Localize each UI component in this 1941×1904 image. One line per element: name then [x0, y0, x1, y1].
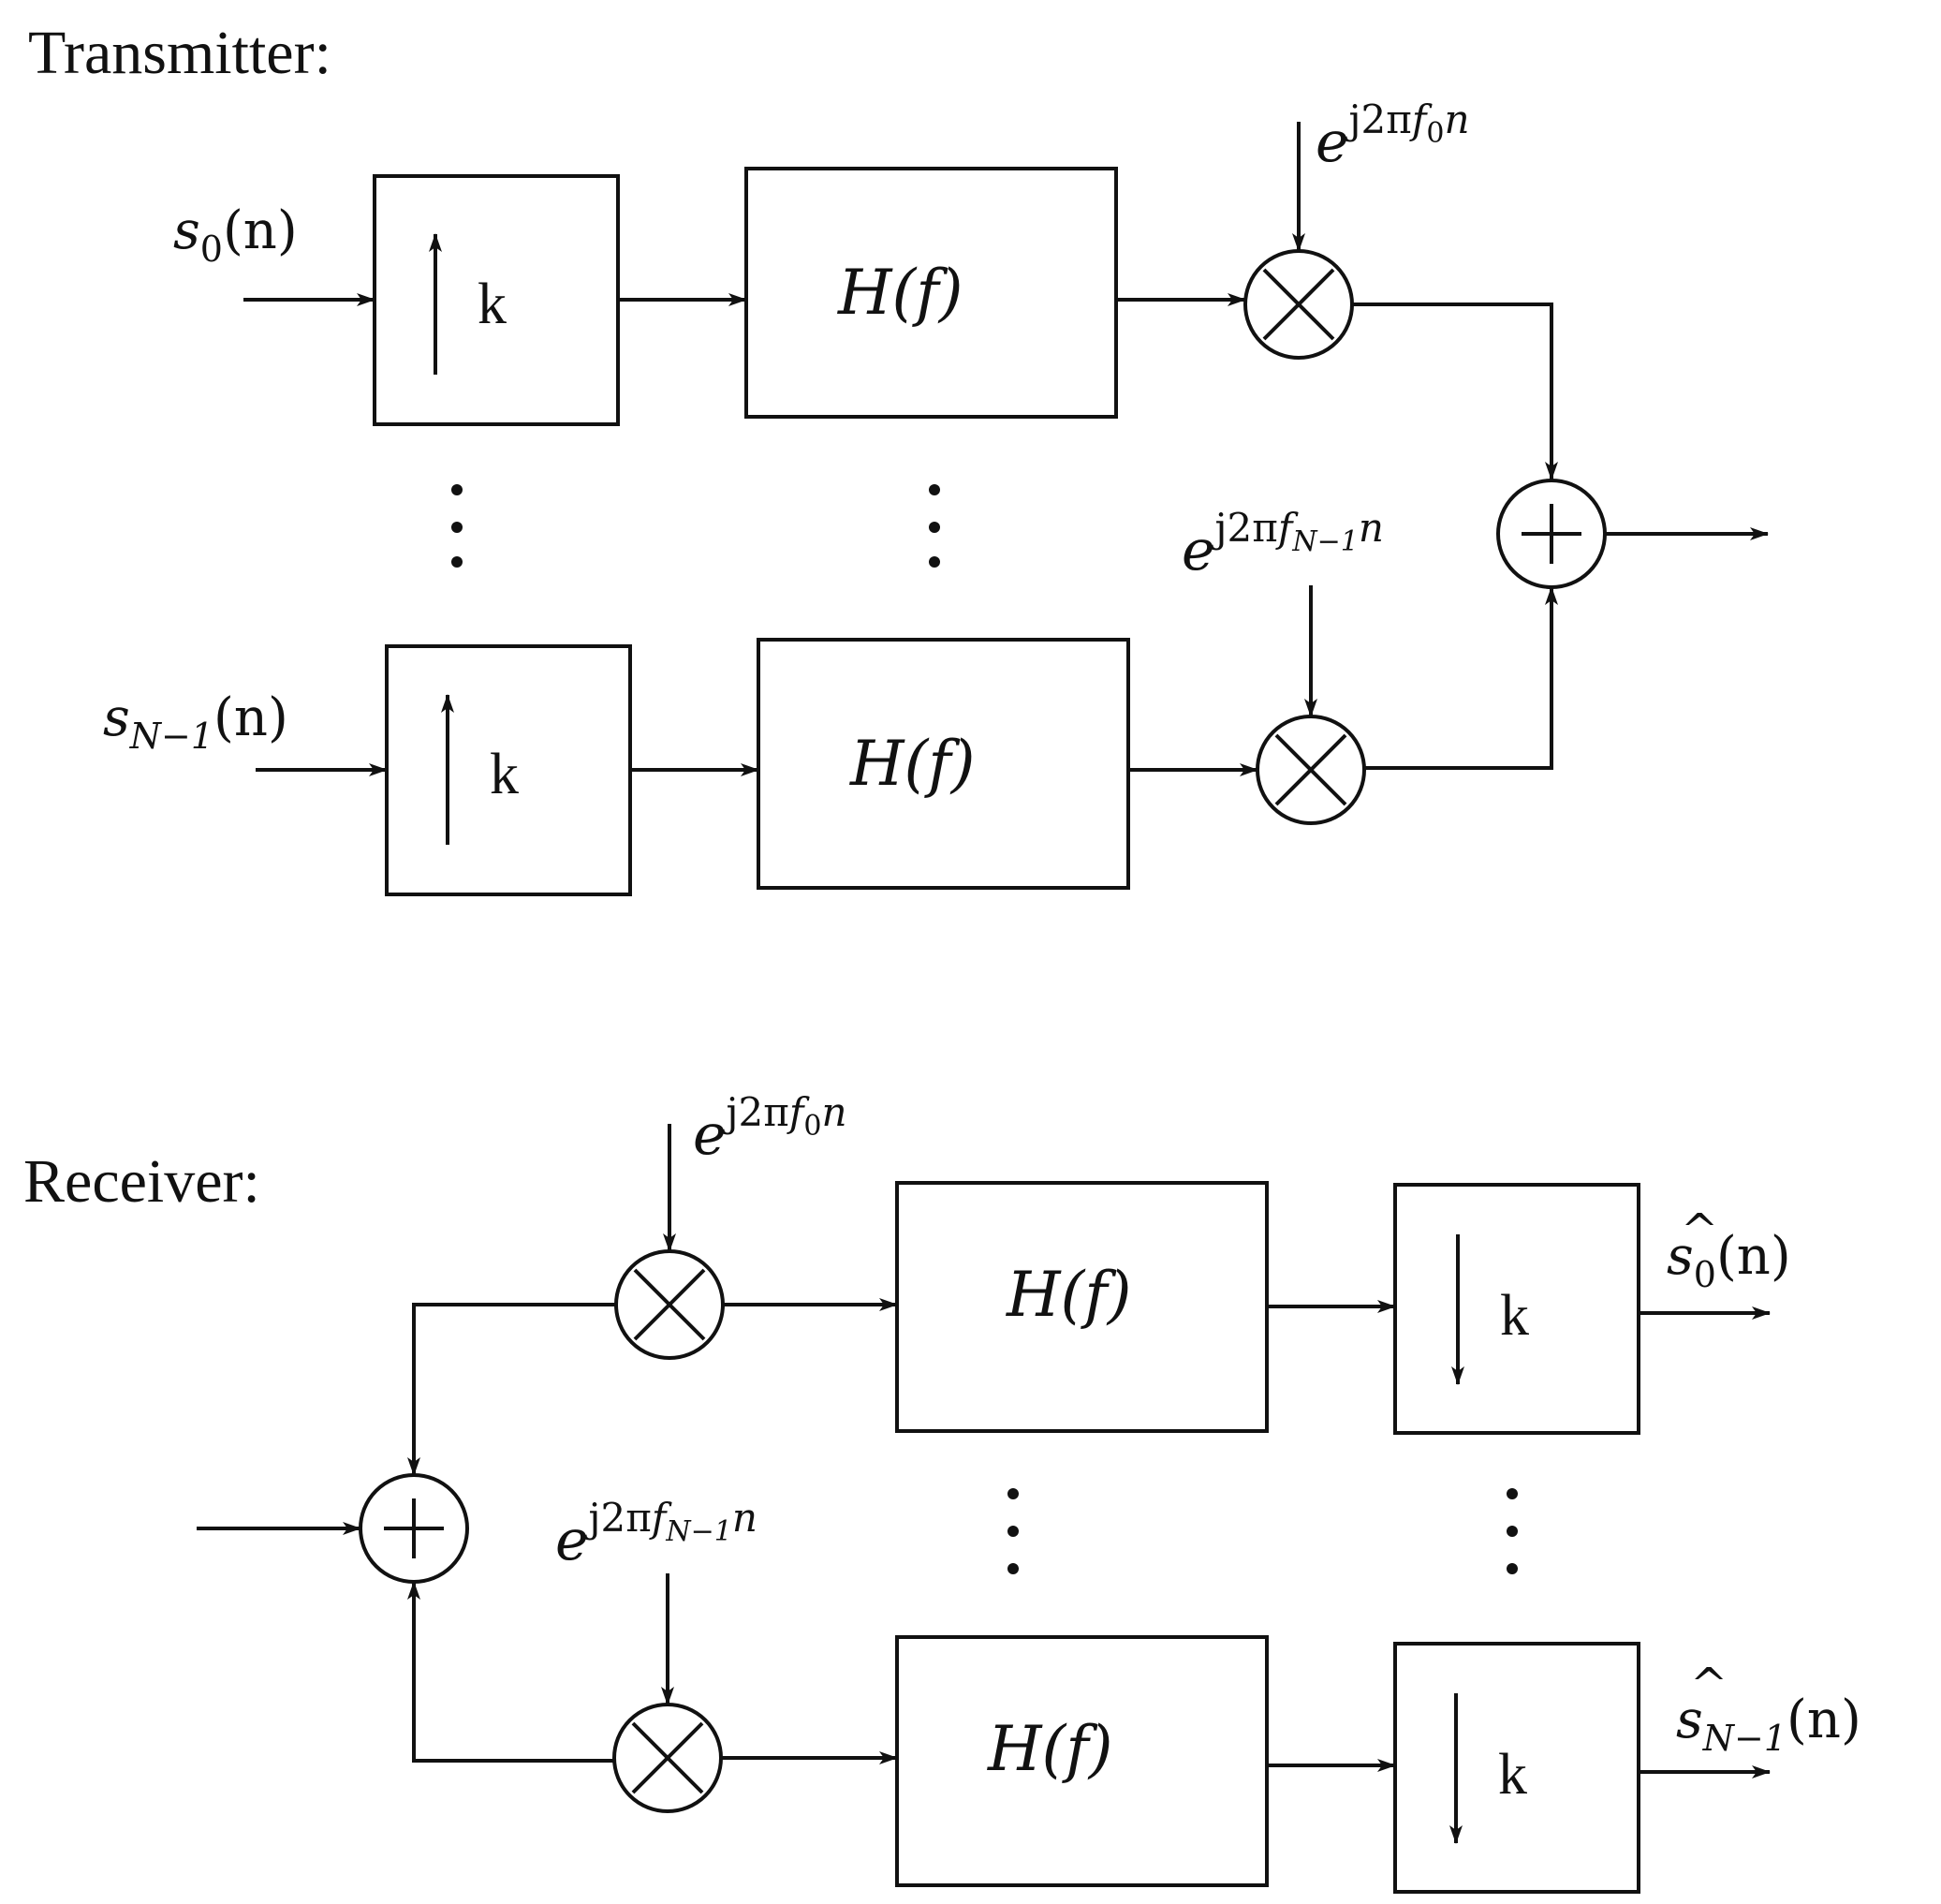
multiply-circle-icon	[614, 1249, 725, 1360]
rx-output-top-label: ^ s0(n)	[1667, 1204, 1791, 1295]
tx-carrier-top-label: ej2πf0n	[1316, 96, 1470, 175]
tx-branch-top: s0(n) k H(f) ej2πf0n	[173, 96, 1558, 480]
tx-branch-bottom: sN−1(n) k H(f) ej2πfN−1n	[103, 505, 1558, 896]
receiver-title: Receiver:	[23, 1147, 260, 1216]
svg-text:^: ^	[1690, 1659, 1728, 1711]
rx-carrier-bottom-label: ej2πfN−1n	[555, 1495, 757, 1573]
tx-filter-bottom	[757, 638, 1130, 890]
svg-text:sN−1(n): sN−1(n)	[1676, 1690, 1861, 1759]
multiply-circle-icon	[612, 1703, 723, 1813]
rx-filter-bottom	[895, 1635, 1269, 1887]
tx-upsampler-top-factor: k	[478, 273, 507, 336]
vertical-ellipsis-icon	[929, 484, 940, 568]
tx-filter-bottom-label: H(f)	[849, 728, 975, 800]
rx-downsampler-bottom-factor: k	[1498, 1743, 1527, 1807]
vertical-ellipsis-icon	[451, 484, 463, 568]
tx-filter-top-label: H(f)	[837, 257, 963, 329]
rx-downsampler-top-factor: k	[1500, 1284, 1529, 1348]
vertical-ellipsis-icon	[1507, 1488, 1518, 1574]
rx-filter-bottom-label: H(f)	[987, 1713, 1112, 1785]
vertical-ellipsis-icon	[1007, 1488, 1019, 1574]
multiply-circle-icon	[1243, 249, 1354, 360]
rx-downsampler-bottom	[1393, 1642, 1640, 1894]
rx-output-bottom-label: ^ sN−1(n)	[1676, 1659, 1861, 1759]
tx-input-top-label: s0(n)	[173, 200, 298, 270]
tx-input-bottom-label: sN−1(n)	[103, 687, 288, 757]
transmitter-title: Transmitter:	[28, 19, 331, 87]
tx-carrier-bottom-label: ej2πfN−1n	[1182, 505, 1384, 583]
rx-filter-top-label: H(f)	[1006, 1259, 1131, 1331]
rx-carrier-top-label: ej2πf0n	[693, 1089, 847, 1168]
svg-text:^: ^	[1681, 1204, 1718, 1257]
rx-branch-bottom: ej2πfN−1n H(f) k ^ sN−1(n)	[555, 1495, 1861, 1894]
tx-upsampler-bottom-factor: k	[490, 743, 519, 806]
tx-upsampler-bottom	[385, 644, 632, 896]
rx-top-feedback	[407, 1303, 616, 1476]
rx-branch-top: ej2πf0n H(f) k ^ s0(n)	[614, 1089, 1791, 1435]
tx-mixer-top-to-sum	[1352, 303, 1558, 480]
svg-text:s0(n): s0(n)	[1667, 1226, 1791, 1295]
plus-circle-icon	[359, 1473, 469, 1584]
rx-filter-top	[895, 1181, 1269, 1433]
plus-circle-icon	[1496, 479, 1607, 589]
rx-downsampler-top	[1393, 1183, 1640, 1435]
multiply-circle-icon	[1256, 715, 1366, 825]
rx-bottom-feedback	[407, 1581, 613, 1763]
tx-mixer-bottom-to-sum	[1364, 586, 1558, 770]
tx-filter-top	[744, 167, 1118, 419]
